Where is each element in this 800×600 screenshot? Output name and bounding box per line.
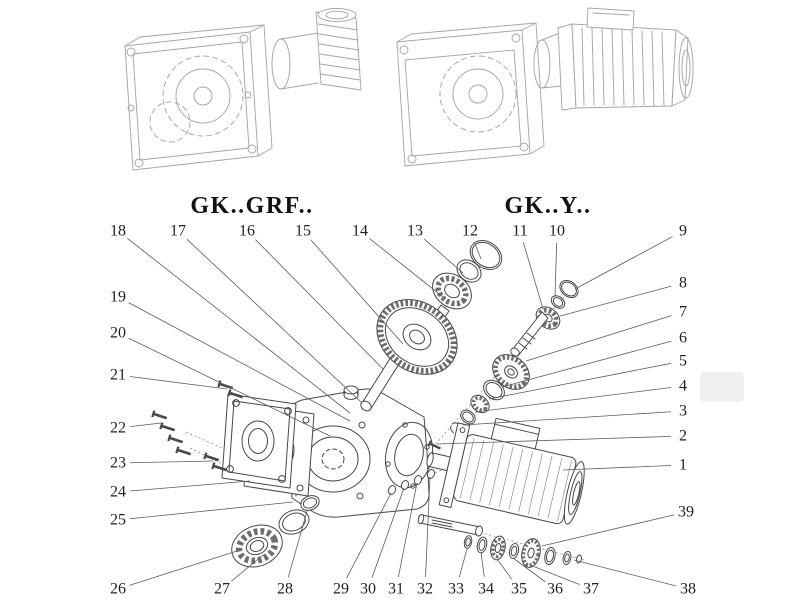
part-number-3: 3: [679, 403, 687, 420]
part-number-16: 16: [239, 223, 255, 240]
leader-line-28: [287, 510, 308, 578]
part-number-12: 12: [462, 223, 478, 240]
leader-line-4: [474, 387, 672, 413]
part-number-1: 1: [679, 457, 687, 474]
leader-line-25: [129, 501, 294, 520]
leader-line-3: [462, 411, 672, 426]
part-number-6: 6: [679, 330, 687, 347]
part-number-30: 30: [360, 581, 376, 598]
part-number-24: 24: [110, 484, 126, 501]
part-number-10: 10: [549, 223, 565, 240]
overview-drawing-gk-grf-icon: [124, 8, 362, 171]
part-number-31: 31: [388, 581, 404, 598]
leader-line-36: [512, 557, 546, 583]
part-number-14: 14: [352, 223, 368, 240]
part-number-9: 9: [679, 223, 687, 240]
leader-line-31: [397, 482, 418, 578]
part-electric-motor: [426, 417, 585, 525]
leader-line-14: [369, 238, 444, 298]
leader-line-15: [310, 239, 404, 345]
leader-line-34: [480, 552, 485, 578]
leader-line-21: [129, 376, 228, 390]
part-number-21: 21: [110, 367, 126, 384]
part-number-36: 36: [547, 581, 563, 598]
callout-layer: 1234567891011121314151617181920212223242…: [110, 223, 696, 598]
part-number-29: 29: [333, 581, 349, 598]
part-number-4: 4: [679, 378, 687, 395]
leader-line-11: [523, 242, 544, 310]
part-number-20: 20: [110, 325, 126, 342]
part-number-22: 22: [110, 420, 126, 437]
part-output-shaft-assembly: [417, 513, 582, 568]
leader-line-33: [458, 548, 468, 578]
leader-line-19: [128, 302, 351, 422]
overview-drawing-gk-y-icon: [396, 7, 694, 167]
part-number-27: 27: [214, 581, 230, 598]
part-number-11: 11: [512, 223, 527, 240]
part-number-38: 38: [680, 581, 696, 598]
part-motor-flange-hardware: [387, 440, 441, 495]
part-output-gear-and-shaft: [360, 239, 503, 412]
leader-line-2: [436, 435, 672, 445]
leader-line-10: [554, 242, 558, 298]
part-number-7: 7: [679, 304, 687, 321]
leader-line-32: [425, 476, 431, 578]
part-number-13: 13: [407, 223, 423, 240]
leader-line-38: [573, 559, 677, 587]
model-label-gk-y: GK..Y..: [505, 193, 592, 219]
leader-line-13: [423, 238, 464, 274]
part-mounting-flange-plate: [221, 393, 297, 489]
part-number-5: 5: [679, 353, 687, 370]
leader-line-24: [129, 480, 251, 492]
part-number-32: 32: [417, 581, 433, 598]
part-number-2: 2: [679, 428, 687, 445]
leader-line-6: [501, 340, 672, 388]
leader-line-22: [129, 422, 162, 428]
part-output-bearing-set: [231, 495, 320, 568]
part-number-34: 34: [478, 581, 494, 598]
part-number-37: 37: [583, 581, 599, 598]
part-number-19: 19: [110, 289, 126, 306]
leader-line-12: [474, 242, 482, 260]
leader-line-8: [559, 285, 672, 317]
part-fastening-screws: [151, 380, 244, 472]
model-label-gk-grf: GK..GRF..: [190, 193, 313, 219]
exploded-view: 1234567891011121314151617181920212223242…: [110, 223, 696, 598]
part-number-33: 33: [448, 581, 464, 598]
part-number-23: 23: [110, 455, 126, 472]
leader-line-26: [129, 550, 238, 586]
part-number-35: 35: [511, 581, 527, 598]
leader-line-30: [371, 487, 405, 578]
leader-line-7: [525, 315, 672, 362]
leader-line-17: [186, 238, 362, 403]
leader-line-39: [541, 514, 675, 547]
leader-line-1: [562, 465, 672, 471]
leader-line-18: [127, 238, 351, 414]
leader-line-27: [230, 554, 264, 582]
leader-line-5: [488, 362, 672, 400]
leader-line-9: [574, 236, 673, 290]
part-number-25: 25: [110, 512, 126, 529]
part-number-8: 8: [679, 275, 687, 292]
leader-line-29: [346, 492, 392, 579]
leader-line-35: [496, 558, 513, 580]
watermark-smudge: [700, 372, 744, 402]
part-number-28: 28: [277, 581, 293, 598]
leader-line-37: [529, 564, 580, 585]
leader-line-20: [128, 337, 331, 437]
part-number-17: 17: [170, 223, 186, 240]
part-number-15: 15: [295, 223, 311, 240]
leader-line-16: [255, 239, 384, 370]
leader-line-23: [129, 460, 214, 464]
part-number-26: 26: [110, 581, 126, 598]
part-number-18: 18: [110, 223, 126, 240]
part-number-39: 39: [678, 504, 694, 521]
